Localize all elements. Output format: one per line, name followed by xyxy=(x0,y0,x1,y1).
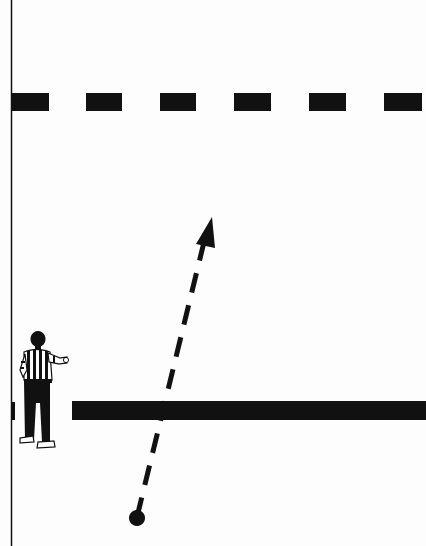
official-trousers xyxy=(24,382,50,442)
far-line-dash xyxy=(234,93,271,111)
near-line-bar xyxy=(72,401,426,420)
far-line-dash xyxy=(160,93,196,111)
far-line xyxy=(12,93,422,111)
play-direction-arrow xyxy=(137,217,215,517)
official-head xyxy=(31,331,46,347)
official-figure xyxy=(20,331,69,448)
far-line-dash xyxy=(86,93,122,111)
near-line-stub xyxy=(11,402,15,420)
official-shoe xyxy=(37,441,55,448)
official-shoe xyxy=(20,436,34,443)
ball-spot xyxy=(129,510,145,526)
near-line xyxy=(11,401,426,420)
far-line-dash xyxy=(384,93,422,111)
arrowhead-icon xyxy=(196,217,215,248)
far-line-dash xyxy=(309,93,346,111)
arrow-shaft xyxy=(137,238,205,517)
far-line-dash xyxy=(12,93,49,111)
